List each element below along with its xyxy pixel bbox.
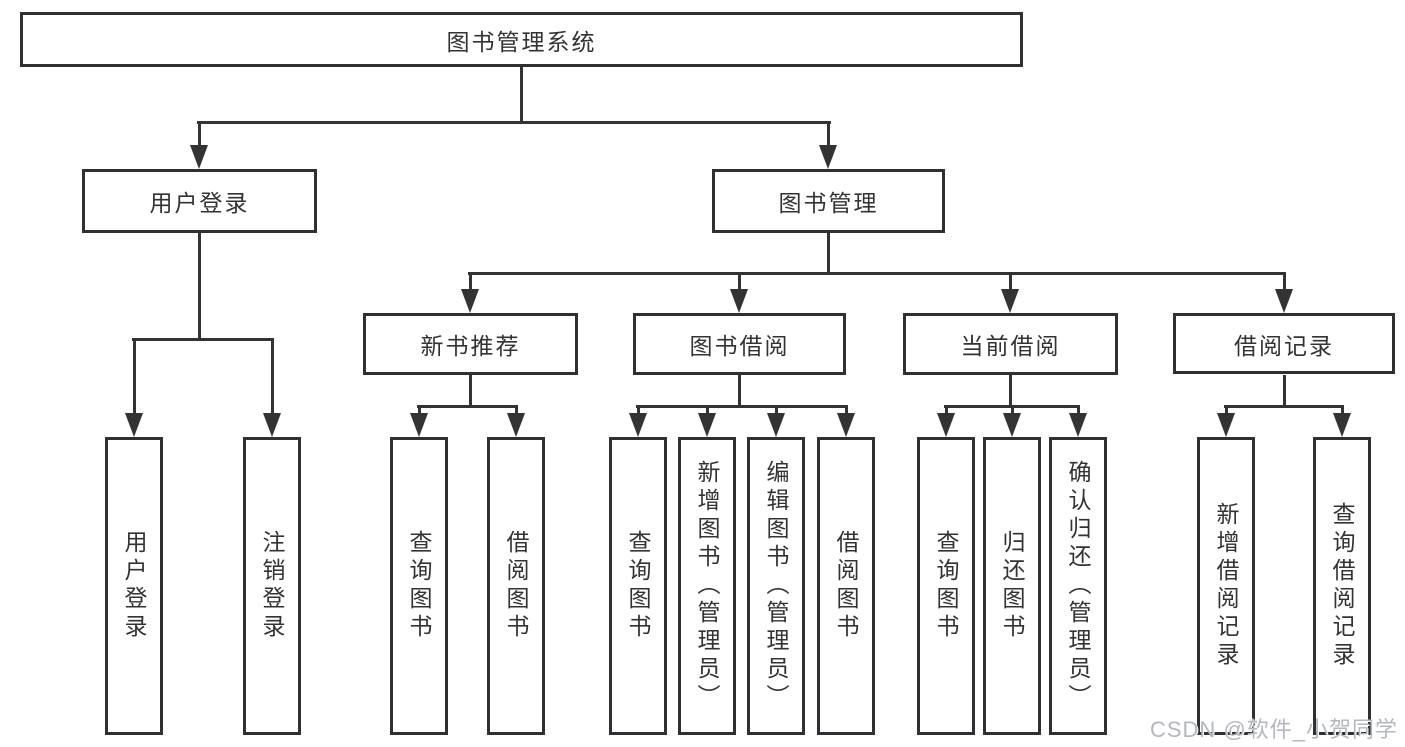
connector-vline bbox=[738, 272, 741, 294]
connector-vline bbox=[1077, 405, 1080, 417]
connector-vline bbox=[1009, 272, 1012, 294]
node-book-management: 图书管理 bbox=[712, 169, 945, 233]
connector-vline bbox=[515, 405, 518, 417]
arrow-down-icon bbox=[1217, 413, 1235, 437]
leaf-return-books: 归还图书 bbox=[983, 437, 1041, 735]
arrow-down-icon bbox=[125, 413, 143, 437]
arrow-down-icon bbox=[937, 413, 955, 437]
connector-vline bbox=[418, 405, 421, 417]
connector-vline bbox=[945, 405, 948, 417]
connector-vline bbox=[738, 375, 741, 407]
connector-vline bbox=[827, 233, 830, 274]
arrow-down-icon bbox=[767, 413, 785, 437]
node-new-book-recommend: 新书推荐 bbox=[363, 313, 578, 375]
leaf-edit-books-admin: 编辑图书（管理员） bbox=[747, 437, 805, 735]
arrow-down-icon bbox=[263, 413, 281, 437]
arrow-down-icon bbox=[1275, 289, 1293, 313]
connector-vline bbox=[198, 233, 201, 340]
node-current-borrow: 当前借阅 bbox=[903, 313, 1118, 375]
connector-vline bbox=[520, 67, 523, 121]
watermark: CSDN @软件_小贺同学 bbox=[1149, 717, 1398, 742]
arrow-down-icon bbox=[629, 413, 647, 437]
leaf-borrow-books: 借阅图书 bbox=[817, 437, 875, 735]
connector-vline bbox=[271, 338, 274, 418]
node-library-system: 图书管理系统 bbox=[20, 12, 1023, 67]
arrow-down-icon bbox=[461, 289, 479, 313]
connector-hline bbox=[1224, 405, 1344, 408]
connector-vline bbox=[1283, 375, 1286, 407]
connector-vline bbox=[845, 405, 848, 417]
connector-vline bbox=[637, 405, 640, 417]
connector-hline bbox=[636, 405, 848, 408]
connector-vline bbox=[469, 272, 472, 294]
leaf-query-books-recommend: 查询图书 bbox=[390, 437, 448, 735]
node-book-borrow: 图书借阅 bbox=[633, 313, 846, 375]
connector-vline bbox=[775, 405, 778, 417]
leaf-query-borrow-record: 查询借阅记录 bbox=[1313, 437, 1371, 735]
connector-hline bbox=[468, 272, 1286, 275]
connector-hline bbox=[417, 405, 518, 408]
connector-vline bbox=[1283, 272, 1286, 294]
arrow-down-icon bbox=[410, 413, 428, 437]
arrow-down-icon bbox=[1001, 289, 1019, 313]
leaf-borrow-books-recommend: 借阅图书 bbox=[487, 437, 545, 735]
arrow-down-icon bbox=[819, 145, 837, 169]
arrow-down-icon bbox=[837, 413, 855, 437]
connector-hline bbox=[944, 405, 1080, 408]
node-user-login: 用户登录 bbox=[82, 169, 317, 233]
leaf-query-books-current: 查询图书 bbox=[917, 437, 975, 735]
arrow-down-icon bbox=[1003, 413, 1021, 437]
connector-hline bbox=[197, 121, 831, 124]
connector-vline bbox=[1009, 375, 1012, 407]
connector-vline bbox=[1011, 405, 1014, 417]
arrow-down-icon bbox=[698, 413, 716, 437]
connector-vline bbox=[1341, 405, 1344, 417]
connector-vline bbox=[198, 121, 201, 149]
leaf-query-books-borrow: 查询图书 bbox=[609, 437, 667, 735]
leaf-add-books-admin: 新增图书（管理员） bbox=[678, 437, 736, 735]
leaf-user-login: 用户登录 bbox=[105, 437, 163, 735]
arrow-down-icon bbox=[507, 413, 525, 437]
connector-vline bbox=[469, 375, 472, 407]
connector-vline bbox=[706, 405, 709, 417]
connector-vline bbox=[1225, 405, 1228, 417]
arrow-down-icon bbox=[730, 289, 748, 313]
leaf-confirm-return-admin: 确认归还（管理员） bbox=[1049, 437, 1107, 735]
connector-hline bbox=[132, 338, 274, 341]
connector-vline bbox=[133, 338, 136, 418]
leaf-logout: 注销登录 bbox=[243, 437, 301, 735]
arrow-down-icon bbox=[1333, 413, 1351, 437]
node-borrow-records: 借阅记录 bbox=[1173, 313, 1395, 374]
connector-vline bbox=[827, 121, 830, 149]
leaf-add-borrow-record: 新增借阅记录 bbox=[1197, 437, 1255, 735]
arrow-down-icon bbox=[1069, 413, 1087, 437]
arrow-down-icon bbox=[190, 145, 208, 169]
